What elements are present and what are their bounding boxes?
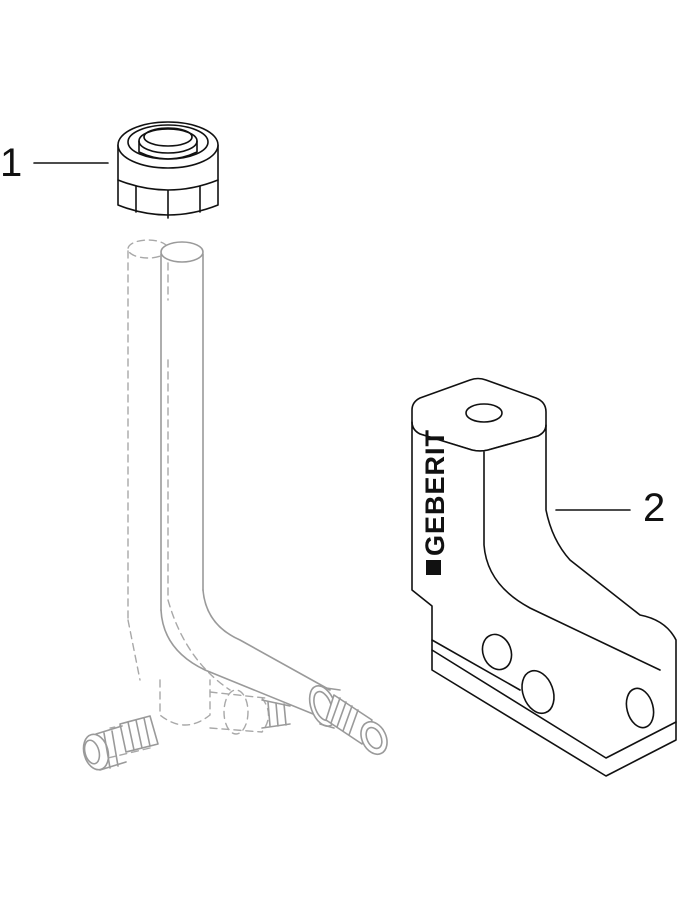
compression-nut (117, 121, 219, 219)
callout-number-1: 1 (0, 141, 23, 185)
brand-logo-text: GEBERIT (420, 429, 450, 556)
phantom-tee-fitting (107, 239, 270, 759)
phantom-right-connector (261, 699, 291, 729)
pipe-bend (160, 241, 388, 756)
insulation-block (411, 377, 677, 777)
callout-number-2: 2 (643, 486, 666, 530)
phantom-press-connector (82, 715, 159, 771)
